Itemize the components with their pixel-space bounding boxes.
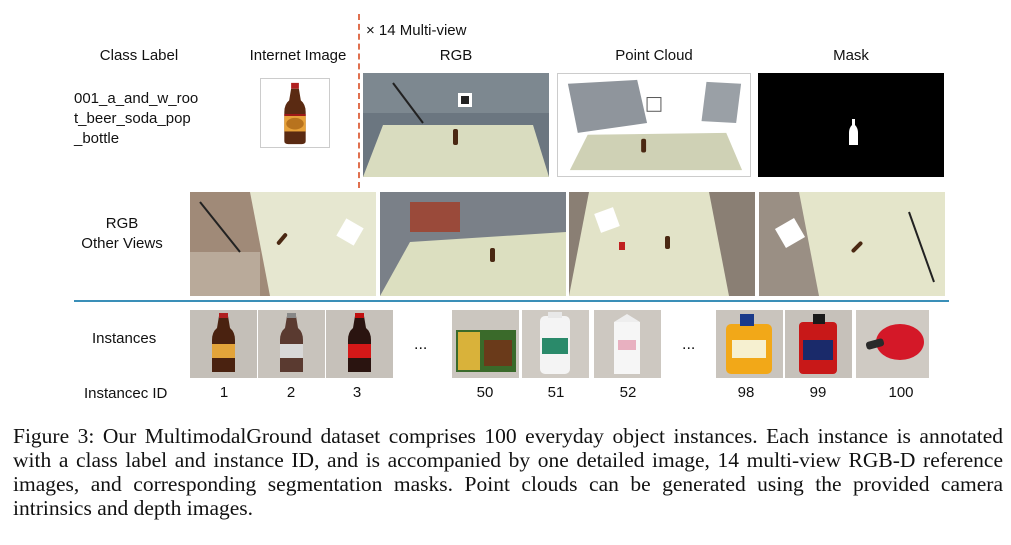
root-beer-bottle-image	[284, 82, 306, 145]
instance-id-99: 99	[809, 384, 827, 401]
class-label-text: 001_a_and_w_roo t_beer_soda_pop _bottle	[74, 89, 198, 149]
instance-52	[594, 310, 661, 378]
multiview-header: × 14 Multi-view	[366, 22, 467, 39]
instance-id-1: 1	[219, 384, 229, 401]
instance-51	[522, 310, 589, 378]
instance-52-image	[594, 310, 661, 378]
instance-id-52: 52	[619, 384, 637, 401]
ellipsis-2: ...	[682, 336, 696, 353]
rgb-scene-image	[363, 73, 549, 177]
instance-3	[326, 310, 393, 378]
rgb-main-view	[363, 73, 549, 177]
dashed-separator	[358, 14, 360, 188]
instance-id-50: 50	[476, 384, 494, 401]
instance-id-51: 51	[547, 384, 565, 401]
instance-2	[258, 310, 325, 378]
section-divider	[74, 300, 949, 302]
instance-99-image	[785, 310, 852, 378]
internet-image	[260, 78, 330, 148]
other-view-1	[190, 192, 376, 296]
instance-1	[190, 310, 257, 378]
rgb-header: RGB	[439, 47, 473, 64]
internet-image-header: Internet Image	[249, 47, 347, 64]
instance-id-3: 3	[352, 384, 362, 401]
other-view-3	[569, 192, 755, 296]
ellipsis-1: ...	[414, 336, 428, 353]
other-view-3-image	[569, 192, 755, 296]
instance-1-image	[190, 310, 257, 378]
instance-3-image	[326, 310, 393, 378]
class-label-line-2: t_beer_soda_pop	[74, 110, 191, 127]
mask-header: Mask	[833, 47, 869, 64]
point-cloud-image	[558, 74, 750, 176]
instance-51-image	[522, 310, 589, 378]
class-label-header: Class Label	[99, 47, 179, 64]
instance-98-image	[716, 310, 783, 378]
point-cloud-header: Point Cloud	[615, 47, 693, 64]
mask-view	[758, 73, 944, 177]
instance-99	[785, 310, 852, 378]
other-view-1-image	[190, 192, 376, 296]
point-cloud-view	[557, 73, 751, 177]
other-view-4	[759, 192, 945, 296]
other-view-2-image	[380, 192, 566, 296]
instance-98	[716, 310, 783, 378]
instance-id-100: 100	[888, 384, 914, 401]
instance-id-98: 98	[737, 384, 755, 401]
caption-text: Figure 3: Our MultimodalGround dataset c…	[13, 424, 1003, 520]
instances-label: Instances	[92, 330, 157, 347]
other-view-4-image	[759, 192, 945, 296]
mask-image	[758, 73, 944, 177]
instance-2-image	[258, 310, 325, 378]
instance-100	[856, 310, 929, 378]
figure-caption: Figure 3: Our MultimodalGround dataset c…	[13, 424, 1003, 520]
rgb-other-line-1: RGB	[105, 215, 139, 232]
other-view-2	[380, 192, 566, 296]
instance-id-2: 2	[286, 384, 296, 401]
instance-50	[452, 310, 519, 378]
instance-50-image	[452, 310, 519, 378]
instance-id-label: Instancec ID	[84, 385, 168, 402]
class-label-line-3: _bottle	[74, 130, 120, 147]
instance-100-image	[856, 310, 929, 378]
rgb-other-line-2: Other Views	[81, 235, 163, 252]
class-label-line-1: 001_a_and_w_roo	[74, 90, 199, 107]
rgb-other-views-label: RGB Other Views	[74, 214, 170, 254]
